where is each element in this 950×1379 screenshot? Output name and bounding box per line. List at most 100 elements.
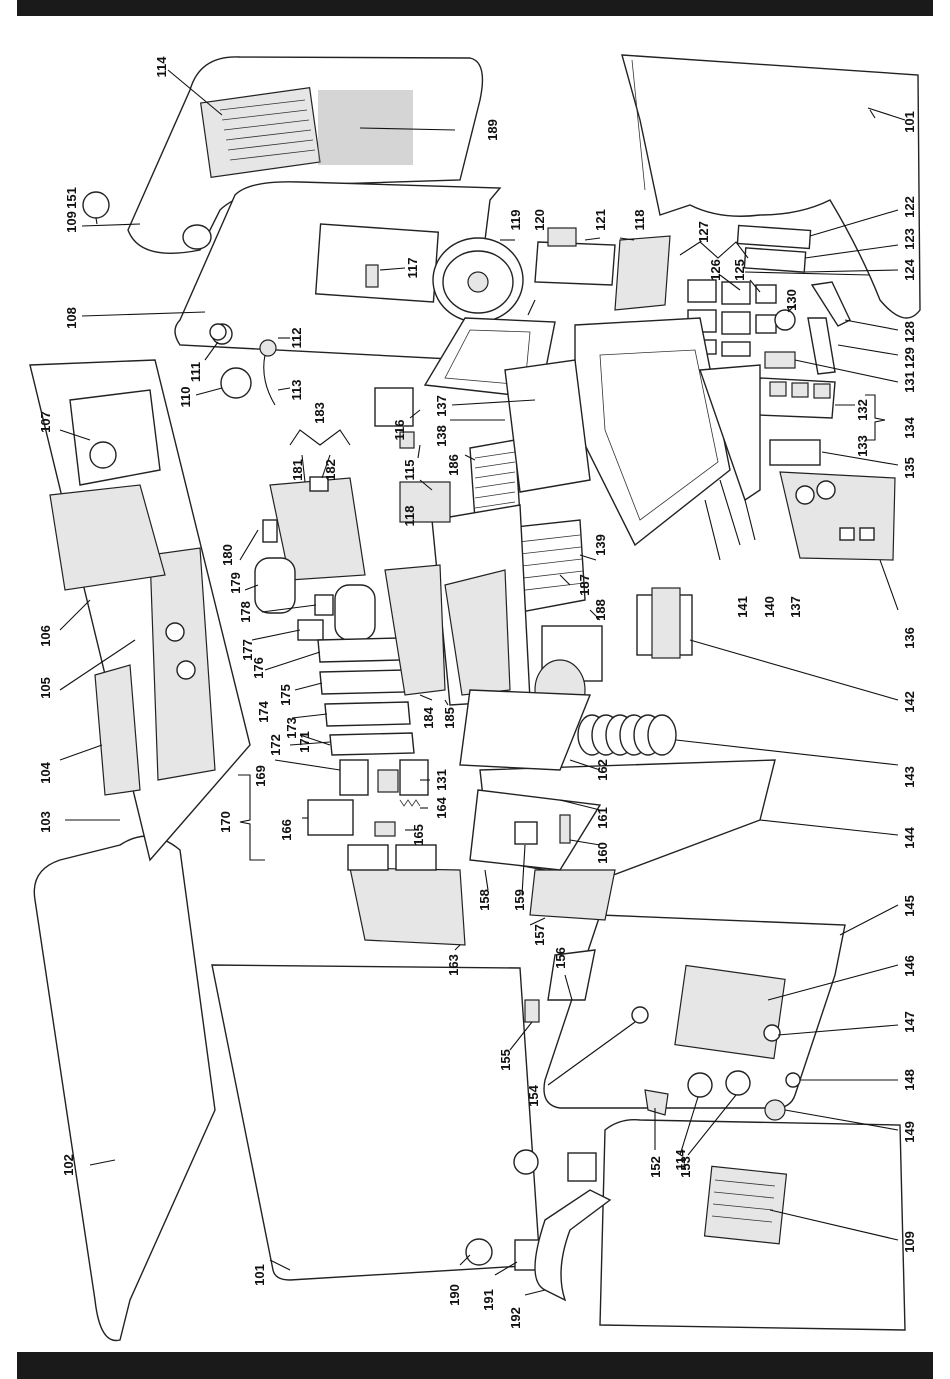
side-panel-top bbox=[621, 54, 921, 319]
label-165: 165 bbox=[411, 824, 426, 846]
label-132: 132 bbox=[855, 399, 870, 421]
label-148: 148 bbox=[902, 1069, 917, 1091]
ring-terminal bbox=[774, 309, 796, 331]
label-162: 162 bbox=[595, 759, 610, 781]
label-141: 141 bbox=[735, 596, 750, 618]
capacitor-block bbox=[757, 377, 836, 419]
diode-pack-184 bbox=[384, 564, 446, 696]
label-170: 170 bbox=[218, 811, 233, 833]
label-144: 144 bbox=[902, 826, 917, 848]
label-174: 174 bbox=[256, 700, 271, 722]
rectifier-block bbox=[534, 227, 616, 286]
terminal-strip-upper bbox=[614, 235, 671, 311]
label-114b: 114 bbox=[673, 1149, 688, 1171]
label-123: 123 bbox=[902, 228, 917, 250]
header-bar bbox=[17, 0, 933, 16]
relay-131-top bbox=[764, 351, 796, 369]
pcb-136 bbox=[779, 471, 896, 561]
label-188: 188 bbox=[593, 599, 608, 621]
bolt-117 bbox=[365, 264, 379, 288]
label-137a: 137 bbox=[434, 395, 449, 417]
knob-154 bbox=[631, 1006, 649, 1024]
label-139: 139 bbox=[593, 534, 608, 556]
label-158: 158 bbox=[477, 889, 492, 911]
label-151: 151 bbox=[64, 187, 79, 209]
label-143: 143 bbox=[902, 766, 917, 788]
strap-128 bbox=[810, 281, 851, 327]
label-137b: 137 bbox=[788, 596, 803, 618]
label-156: 156 bbox=[553, 947, 568, 969]
label-138: 138 bbox=[434, 425, 449, 447]
label-185: 185 bbox=[442, 707, 457, 729]
label-104: 104 bbox=[38, 761, 53, 783]
label-135: 135 bbox=[902, 457, 917, 479]
label-166: 166 bbox=[279, 819, 294, 841]
cable-160 bbox=[559, 814, 571, 844]
block-169 bbox=[339, 759, 369, 796]
label-176: 176 bbox=[251, 657, 266, 679]
label-136: 136 bbox=[902, 627, 917, 649]
side-panel-lower bbox=[211, 964, 541, 1281]
label-171: 171 bbox=[297, 731, 312, 753]
clip-178 bbox=[314, 594, 334, 616]
label-126: 126 bbox=[708, 259, 723, 281]
label-129: 129 bbox=[902, 347, 917, 369]
front-panel-bottom bbox=[599, 1119, 906, 1331]
label-128: 128 bbox=[902, 321, 917, 343]
label-108: 108 bbox=[64, 307, 79, 329]
busbars bbox=[317, 637, 415, 756]
brace-marks bbox=[238, 241, 886, 861]
label-147: 147 bbox=[902, 1011, 917, 1033]
spring-164 bbox=[399, 799, 421, 807]
label-130: 130 bbox=[784, 289, 799, 311]
label-114a: 114 bbox=[154, 56, 169, 78]
label-180: 180 bbox=[220, 544, 235, 566]
label-146: 146 bbox=[902, 955, 917, 977]
strap-129 bbox=[807, 317, 836, 375]
terminal-118-lower bbox=[399, 481, 451, 523]
label-121: 121 bbox=[593, 209, 608, 231]
label-152: 152 bbox=[648, 1156, 663, 1178]
label-177: 177 bbox=[240, 639, 255, 661]
pcb-105 bbox=[149, 547, 216, 781]
relay-116 bbox=[374, 387, 414, 427]
eyebolt-151 bbox=[82, 191, 110, 219]
heatsink-frame bbox=[574, 317, 761, 547]
knob-147 bbox=[763, 1024, 781, 1042]
part-labels: 101 101 102 103 104 105 106 107 108 109 … bbox=[38, 56, 917, 1329]
block-131-right bbox=[399, 759, 429, 796]
fitting-148 bbox=[785, 1072, 801, 1088]
label-163: 163 bbox=[446, 954, 461, 976]
label-173: 173 bbox=[284, 717, 299, 739]
label-178: 178 bbox=[238, 601, 253, 623]
leader-lines bbox=[59, 69, 906, 1296]
label-190: 190 bbox=[447, 1284, 462, 1306]
clip-159 bbox=[514, 821, 538, 845]
label-134: 134 bbox=[902, 416, 917, 438]
label-111: 111 bbox=[188, 362, 203, 382]
cable-113 bbox=[263, 354, 276, 406]
label-122: 122 bbox=[902, 196, 917, 218]
transformer-106 bbox=[49, 484, 166, 591]
label-120: 120 bbox=[532, 209, 547, 231]
footer-bar bbox=[17, 1352, 933, 1379]
label-192: 192 bbox=[508, 1307, 523, 1329]
label-105: 105 bbox=[38, 677, 53, 699]
top-cover-102 bbox=[33, 835, 216, 1342]
label-107: 107 bbox=[38, 411, 53, 433]
pcb-107 bbox=[69, 389, 161, 486]
label-160: 160 bbox=[595, 842, 610, 864]
label-184: 184 bbox=[421, 706, 436, 728]
label-102: 102 bbox=[61, 1154, 76, 1176]
label-153: 153 bbox=[678, 1156, 693, 1178]
rear-panel-145 bbox=[543, 914, 846, 1109]
label-191: 191 bbox=[481, 1289, 496, 1311]
label-113: 113 bbox=[289, 380, 304, 401]
label-127: 127 bbox=[696, 221, 711, 243]
label-101a: 101 bbox=[902, 111, 917, 133]
label-133: 133 bbox=[855, 435, 870, 457]
label-119: 119 bbox=[508, 210, 523, 231]
label-172: 172 bbox=[268, 734, 283, 756]
label-112: 112 bbox=[289, 328, 304, 349]
